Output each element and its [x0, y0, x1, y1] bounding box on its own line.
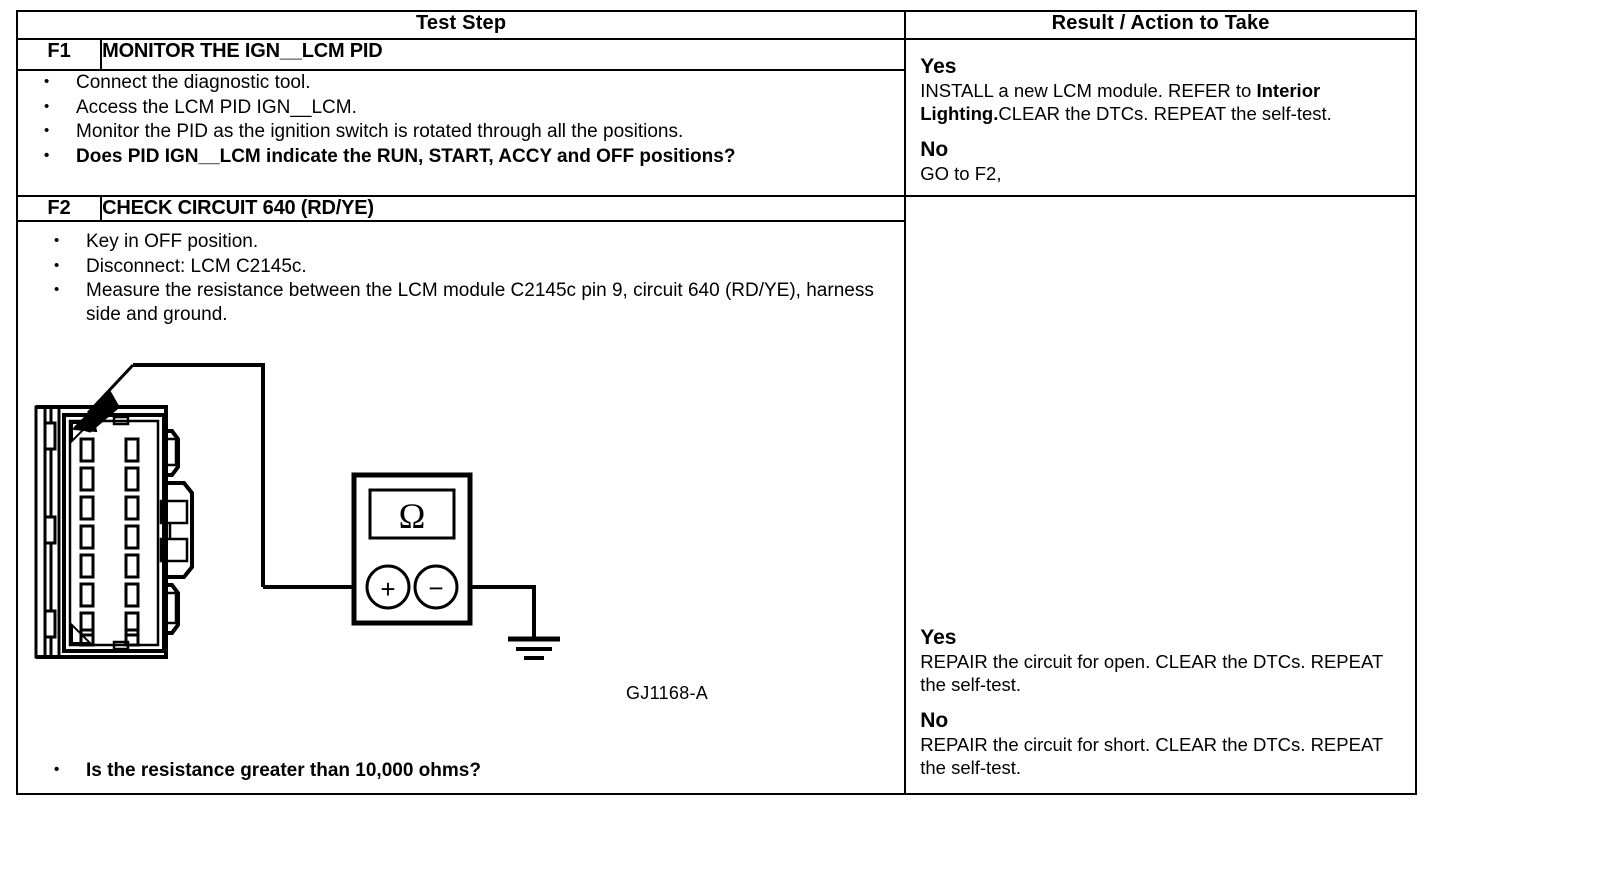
step-id-f2: F2 [15, 195, 103, 222]
multimeter-display [368, 488, 456, 540]
ohm-symbol-text: Ω [399, 496, 426, 536]
connector-side-rail [34, 405, 61, 659]
question-block-f2: Is the resistance greater than 10,000 oh… [18, 755, 904, 793]
step-body-row-f1: Connect the diagnostic tool. Access the … [15, 69, 1416, 197]
connector-face [68, 419, 160, 647]
table-header-row: Test Step Result / Action to Take [15, 10, 1417, 40]
connector-pin-column-right [124, 437, 140, 647]
connector-pin-column-left [79, 437, 95, 647]
list-item: Connect the diagnostic tool. [18, 70, 904, 95]
step-body-f2: Key in OFF position. Disconnect: LCM C21… [15, 220, 907, 795]
result-yes-label-f1: Yes [920, 55, 957, 78]
result-no-text-f1: GO to F2, [920, 163, 1002, 184]
step-title-row-f1: F1 MONITOR THE IGN__LCM PID Yes INSTALL … [15, 37, 1417, 197]
result-yes-text-f1-part1: INSTALL a new LCM module. REFER to [920, 80, 1257, 101]
step-body-row-f2: Key in OFF position. Disconnect: LCM C21… [15, 220, 1416, 795]
result-no-text-f2: REPAIR the circuit for short. CLEAR the … [920, 733, 1383, 778]
bullet-list-f2-question: Is the resistance greater than 10,000 oh… [28, 758, 894, 783]
result-cell-f1: Yes INSTALL a new LCM module. REFER to I… [904, 38, 1417, 197]
multimeter-positive-terminal [365, 564, 411, 610]
list-item: Access the LCM PID IGN__LCM. [18, 95, 904, 120]
header-result-action: Result / Action to Take [904, 10, 1417, 40]
connector-body [62, 413, 166, 653]
multimeter-negative-terminal [413, 564, 459, 610]
figure-caption: GJ1168-A [626, 683, 709, 703]
pinpoint-test-table: Test Step Result / Action to Take F1 MON… [15, 10, 1417, 795]
connector-chamfer-top [71, 422, 93, 444]
circuit-diagram-svg: Ω + − [34, 363, 560, 660]
result-inner-f2: Yes REPAIR the circuit for open. CLEAR t… [906, 625, 1415, 789]
bullet-list-f2: Key in OFF position. Disconnect: LCM C21… [28, 229, 894, 326]
result-no-label-f2: No [920, 708, 949, 732]
step-title-f1: MONITOR THE IGN__LCM PID [100, 37, 907, 72]
lcm-connector-c2145c [34, 405, 194, 659]
connector-key-top [112, 415, 130, 426]
result-no-label-f1: No [920, 138, 949, 161]
step-title-f2: CHECK CIRCUIT 640 (RD/YE) [100, 195, 907, 222]
ground-lead-wire [470, 585, 536, 637]
list-item: Disconnect: LCM C2145c. [28, 254, 894, 279]
ground-symbol-icon [508, 636, 560, 660]
bullet-list-f1: Connect the diagnostic tool. Access the … [18, 70, 904, 169]
list-item: Monitor the PID as the ignition switch i… [18, 119, 904, 144]
minus-symbol-text: − [428, 573, 443, 603]
result-yes-text-f1-part2: CLEAR the DTCs. REPEAT the self-test. [998, 103, 1332, 124]
test-lead-wire [133, 363, 354, 589]
result-yes-text-f2: REPAIR the circuit for open. CLEAR the D… [920, 650, 1383, 695]
connector-latch-lower [164, 583, 180, 635]
bullet-block-f2: Key in OFF position. Disconnect: LCM C21… [18, 222, 904, 335]
connector-latch-middle [159, 481, 194, 579]
result-yes-text-f1: INSTALL a new LCM module. REFER to Inter… [920, 79, 1403, 125]
list-item: Measure the resistance between the LCM m… [28, 278, 894, 326]
multimeter [351, 472, 473, 626]
result-yes-text-f1-emphasis: Interior Lighting. [920, 80, 1321, 124]
header-test-step: Test Step [15, 10, 907, 40]
connector-latch-upper [164, 429, 180, 477]
circuit-diagram: Ω + − [18, 335, 904, 755]
step-title-row-f2: F2 CHECK CIRCUIT 640 (RD/YE) Yes REPAIR … [15, 195, 1417, 795]
step-id-f1: F1 [15, 37, 103, 72]
result-yes-label-f2: Yes [920, 625, 957, 649]
result-cell-f2: Yes REPAIR the circuit for open. CLEAR t… [904, 195, 1417, 795]
list-item: Key in OFF position. [28, 229, 894, 254]
step-body-f1: Connect the diagnostic tool. Access the … [15, 69, 907, 197]
result-inner-f1: Yes INSTALL a new LCM module. REFER to I… [906, 40, 1415, 195]
list-item: Does PID IGN__LCM indicate the RUN, STAR… [18, 144, 904, 169]
list-item: Is the resistance greater than 10,000 oh… [28, 758, 894, 783]
plus-symbol-text: + [380, 574, 395, 604]
